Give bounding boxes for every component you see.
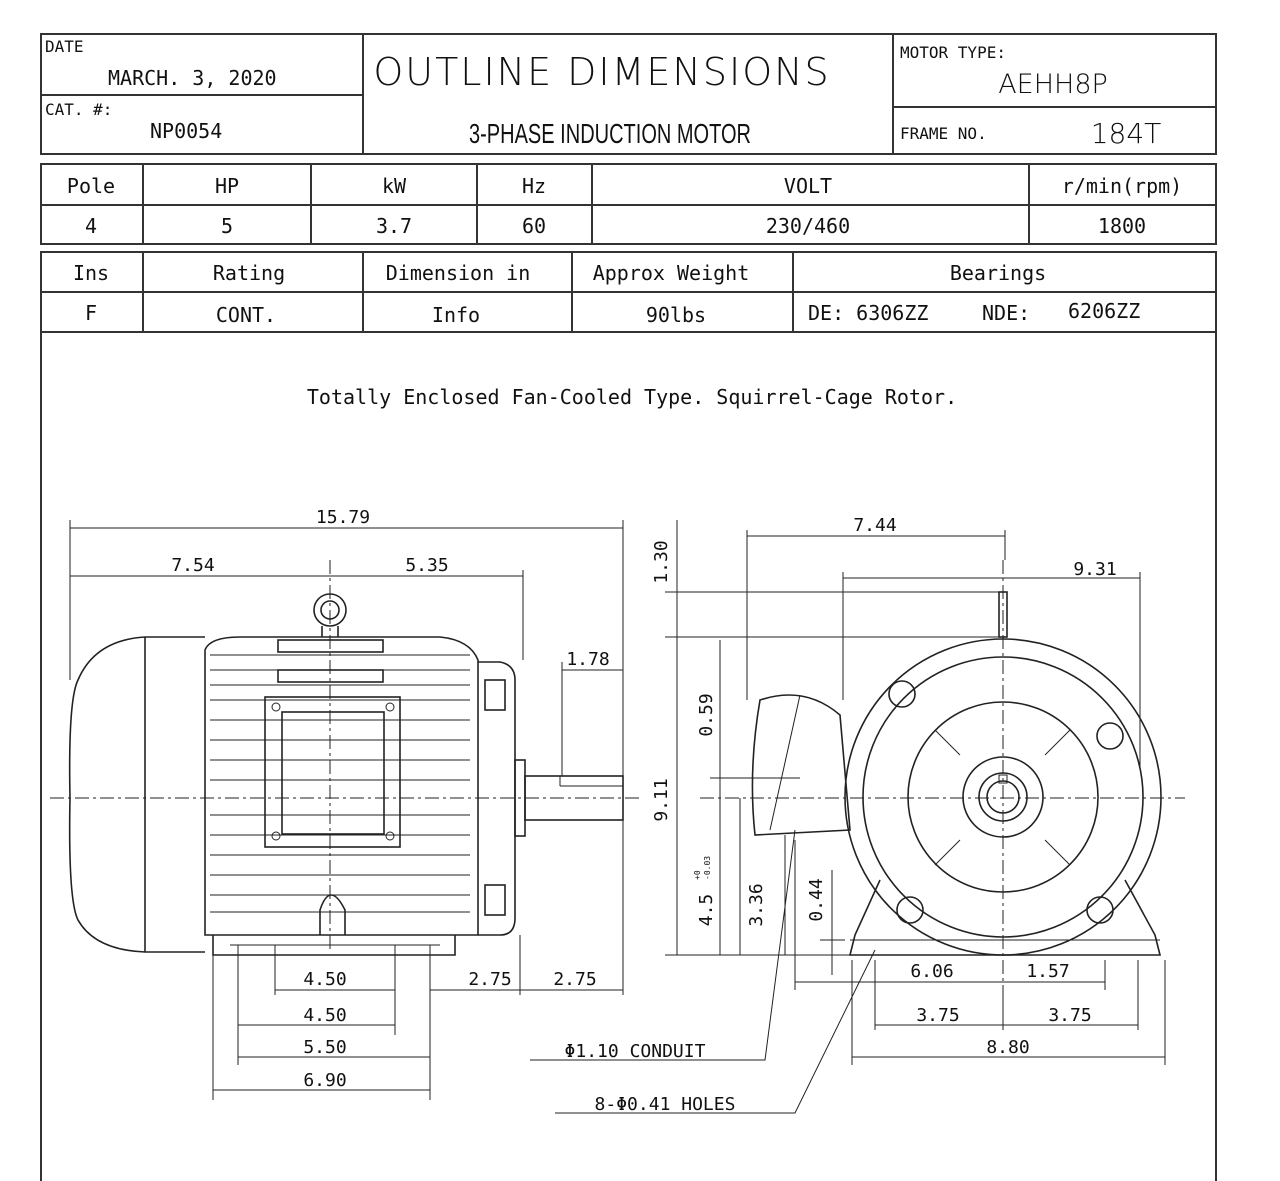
value-weight: 90lbs [646, 303, 706, 327]
frame-label: FRAME NO. [900, 124, 987, 143]
dim-shaft-length: 1.78 [566, 649, 609, 670]
frame-value: 184T [1091, 117, 1162, 150]
value-rpm: 1800 [1098, 214, 1146, 238]
dim-overall-length: 15.79 [316, 507, 370, 528]
drawing-title: OUTLINE DIMENSIONS [373, 50, 830, 94]
title-block: DATE MARCH. 3, 2020 CAT. #: NP0054 OUTLI… [40, 33, 1217, 155]
header-hp: HP [215, 174, 239, 198]
value-rating: CONT. [216, 303, 276, 327]
dim-overall-height: 9.11 [651, 778, 672, 821]
dimension-lines [69, 520, 1166, 1114]
dim-shaft-height: 4.5 [696, 894, 717, 927]
value-bearing-nde: 6206ZZ [1068, 299, 1140, 323]
cat-label: CAT. #: [45, 100, 112, 119]
header-weight: Approx Weight [593, 261, 750, 285]
header-dimension: Dimension in [386, 261, 531, 285]
value-volt: 230/460 [766, 214, 850, 238]
dim-shaft-height-tol-minus: -0.03 [703, 856, 712, 880]
dim-base-length: 6.90 [303, 1070, 346, 1091]
callout-holes: 8-Φ0.41 HOLES [595, 1094, 736, 1115]
dim-top-eyebolt: 1.30 [651, 540, 672, 583]
dim-conduit-height: 3.36 [746, 883, 767, 926]
value-bearing-de: DE: 6306ZZ [808, 301, 928, 325]
dim-overall-width: 9.31 [1073, 559, 1116, 580]
motor-type-label: MOTOR TYPE: [900, 43, 1006, 62]
header-pole: Pole [67, 174, 115, 198]
header-volt: VOLT [784, 174, 832, 198]
value-pole: 4 [85, 214, 97, 238]
cat-value: NP0054 [150, 119, 222, 143]
callout-conduit: Φ1.10 CONDUIT [565, 1041, 706, 1062]
dim-hole-half-1: 3.75 [916, 1005, 959, 1026]
motor-note: Totally Enclosed Fan-Cooled Type. Squirr… [307, 385, 957, 409]
value-hz: 60 [522, 214, 546, 238]
header-rating: Rating [213, 261, 285, 285]
date-label: DATE [45, 37, 84, 56]
dim-center-to-conduit: 7.44 [853, 515, 896, 536]
date-value: MARCH. 3, 2020 [108, 66, 277, 90]
dim-foot-thickness: 0.44 [806, 878, 827, 921]
dimension-labels: 15.79 7.54 5.35 1.78 4.50 2.75 2.75 4.50… [171, 507, 1116, 1115]
side-view [50, 560, 640, 956]
dim-center-to-shoulder: 5.35 [405, 555, 448, 576]
dim-shaft-height-tol-plus: +0 [693, 870, 702, 880]
dim-fan-end-to-center: 7.54 [171, 555, 214, 576]
spec-table-electrical: Pole HP kW Hz VOLT r/min(rpm) 4 5 3.7 60… [40, 163, 1217, 245]
dim-center-to-conduit-side: 6.06 [910, 961, 953, 982]
value-kw: 3.7 [376, 214, 412, 238]
dim-foot-holes-b: 4.50 [303, 1005, 346, 1026]
header-hz: Hz [522, 174, 546, 198]
header-kw: kW [382, 174, 407, 198]
front-view [700, 560, 1185, 990]
value-dimension: Info [432, 303, 480, 327]
spec-table-mechanical: Ins Rating Dimension in Approx Weight Be… [40, 251, 1217, 333]
header-rpm: r/min(rpm) [1062, 174, 1182, 198]
value-ins: F [85, 301, 97, 325]
dim-conduit-offset: 0.59 [696, 693, 717, 736]
dim-base-width: 8.80 [986, 1037, 1029, 1058]
motor-type-value: AEHH8P [998, 69, 1108, 100]
label-bearing-nde: NDE: [982, 301, 1030, 325]
dim-foot-holes-a: 4.50 [303, 969, 346, 990]
value-hp: 5 [221, 214, 233, 238]
dim-ba-2: 2.75 [553, 969, 596, 990]
dim-foot-span: 5.50 [303, 1037, 346, 1058]
dim-foot-width: 1.57 [1026, 961, 1069, 982]
header-ins: Ins [73, 261, 109, 285]
header-bearings: Bearings [950, 261, 1046, 285]
drawing-subtitle: 3-PHASE INDUCTION MOTOR [469, 118, 751, 149]
dim-ba-1: 2.75 [468, 969, 511, 990]
dim-hole-half-2: 3.75 [1048, 1005, 1091, 1026]
